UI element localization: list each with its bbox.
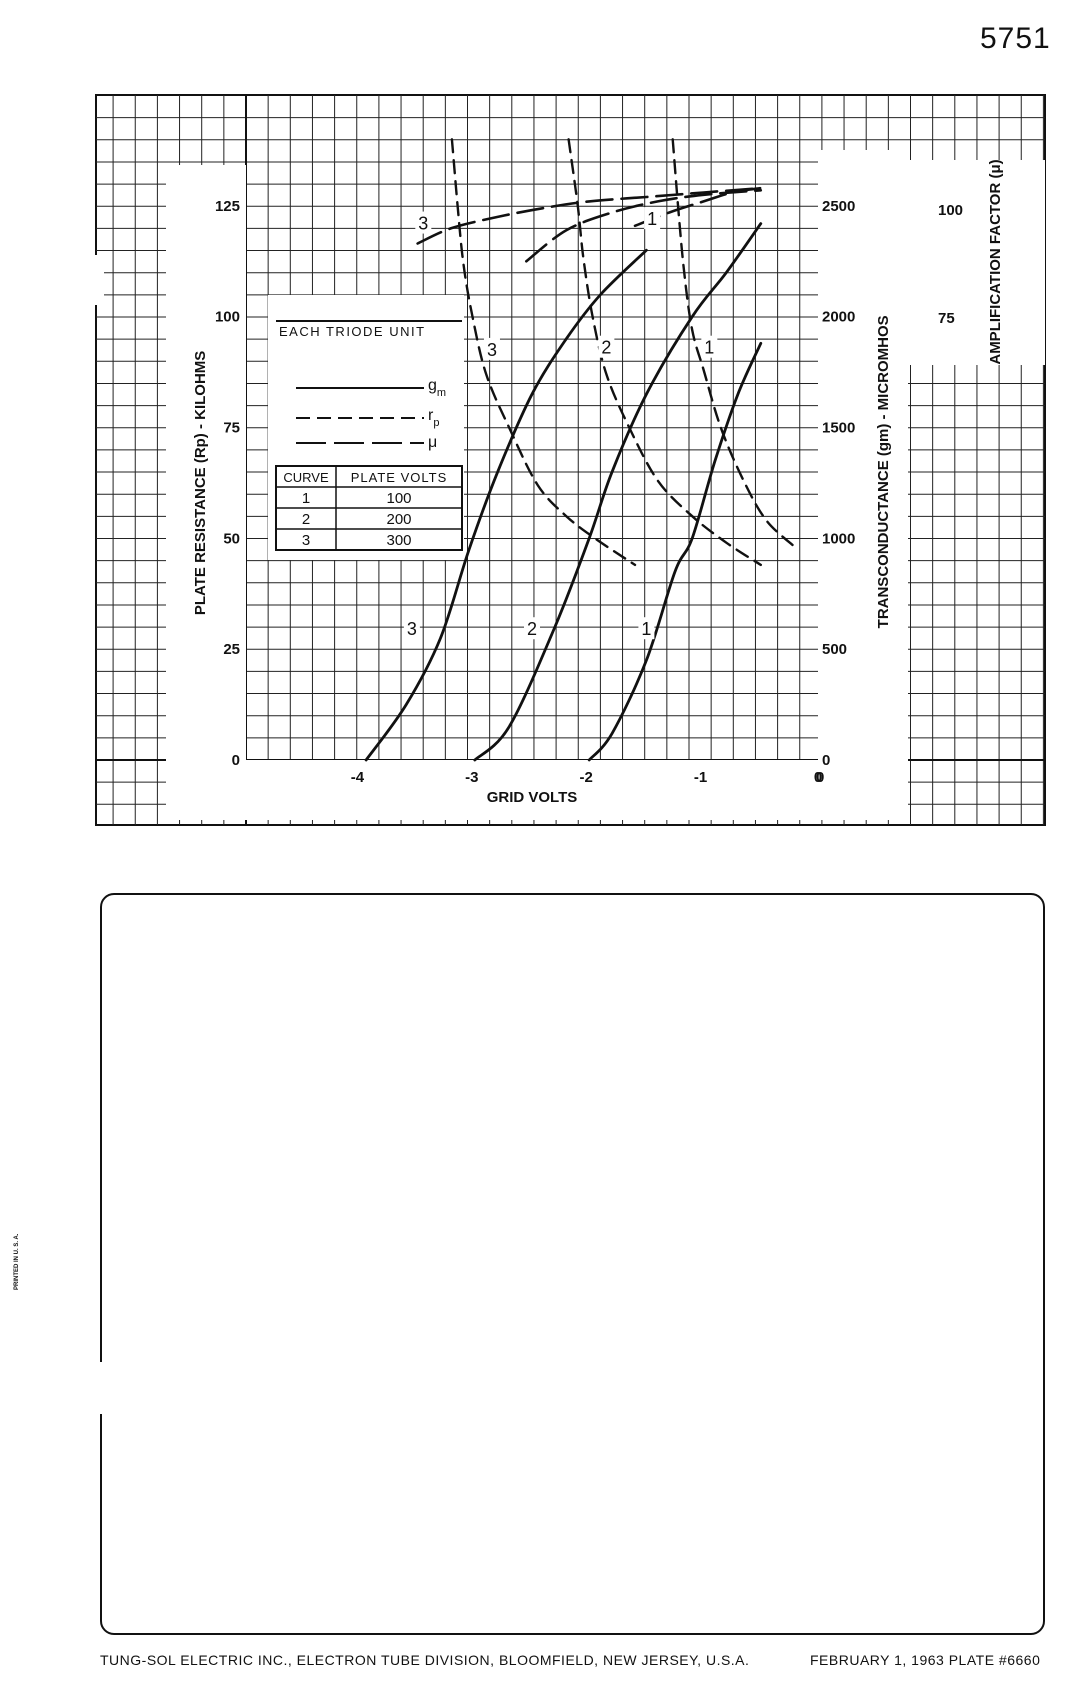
curve-table-header: PLATE VOLTS [351, 470, 448, 485]
curve-table-header: CURVE [283, 470, 329, 485]
legend-title: EACH TRIODE UNIT [279, 324, 426, 339]
footer-date-plate: FEBRUARY 1, 1963 PLATE #6660 [810, 1652, 1041, 1668]
mid-y-tick-label: 1500 [822, 420, 855, 437]
curve-mu-3 [416, 186, 763, 245]
grid-border [95, 94, 1046, 826]
chart-curves [364, 138, 797, 762]
left-y-tick-label: 125 [215, 198, 240, 215]
border-gap [94, 255, 104, 305]
x-tick-label: -3 [465, 769, 478, 786]
x-tick-label: -1 [694, 769, 707, 786]
curve-table-cell: 2 [302, 511, 310, 528]
mid-y-tick-label: 0 [822, 752, 830, 769]
left-y-tick-label: 75 [223, 420, 240, 437]
curve-mu-2 [525, 189, 763, 263]
left-y-tick-label: 100 [215, 309, 240, 326]
right-y-tick-label: 75 [938, 310, 955, 327]
right-y-tick-label: 100 [938, 202, 963, 219]
curve-rp-3 [450, 138, 637, 567]
curve-gm-3 [364, 248, 648, 762]
curve-number-label: 2 [527, 619, 537, 639]
curve-table-cell: 1 [302, 490, 310, 507]
curve-table-cell: 200 [386, 511, 411, 528]
curve-number-label: 1 [647, 209, 657, 229]
mid-y-tick-label: 2500 [822, 198, 855, 215]
mid-y-tick-label: 1000 [822, 530, 855, 547]
curve-table-cell: 300 [386, 532, 411, 549]
legend-rule [276, 320, 462, 322]
curve-number-bg [598, 335, 615, 358]
curve-number-label: 1 [704, 338, 714, 358]
curve-number-bg [644, 207, 661, 230]
right-y-axis-title: AMPLIFICATION FACTOR (μ) [987, 159, 1004, 364]
curve-number-label: 3 [407, 619, 417, 639]
curve-number-bg [483, 337, 500, 360]
panel-border-gap [96, 1362, 108, 1414]
curve-number-bg [415, 211, 432, 234]
mid-y-zero-label: 0 [816, 769, 824, 786]
legend-symbol: rp [428, 407, 439, 429]
mid-y-tick-label: 500 [822, 641, 847, 658]
curve-number-label: 1 [641, 619, 651, 639]
legend-symbol: μ [428, 434, 437, 451]
curve-number-bg [701, 335, 718, 358]
footer-publisher: TUNG-SOL ELECTRIC INC., ELECTRON TUBE DI… [100, 1652, 750, 1668]
curve-number-bg [638, 617, 655, 640]
tube-number: 5751 [980, 22, 1051, 55]
curve-rp-1 [671, 138, 797, 549]
left-y-axis-title: PLATE RESISTANCE (Rp) - KILOHMS [192, 351, 209, 615]
blank-notes-panel [100, 893, 1045, 1635]
curve-number-label: 2 [601, 338, 611, 358]
curve-gm-2 [473, 222, 763, 762]
curve-number-bg [403, 617, 420, 640]
right-label-panel [908, 160, 1045, 365]
curve-table-cell: 3 [302, 532, 310, 549]
curve-number-bg [524, 617, 540, 640]
left-y-tick-label: 25 [223, 641, 240, 658]
curve-table-cell: 100 [386, 490, 411, 507]
x-tick-label: -2 [580, 769, 593, 786]
mid-label-panel [818, 150, 908, 820]
left-label-panel [166, 165, 246, 820]
curve-gm-1 [587, 341, 763, 762]
x-tick-label: 0 [814, 769, 822, 786]
x-tick-label: -4 [351, 769, 365, 786]
mid-y-axis-title: TRANSCONDUCTANCE (gm) - MICROMHOS [875, 315, 892, 628]
bottom-label-panel [166, 760, 818, 820]
curve-rp-2 [567, 138, 762, 567]
mid-y-tick-label: 2000 [822, 309, 855, 326]
curve-number-label: 3 [487, 340, 497, 360]
left-y-tick-label: 50 [223, 530, 240, 547]
curve-number-label: 3 [418, 214, 428, 234]
left-y-tick-label: 0 [232, 752, 240, 769]
x-axis-title: GRID VOLTS [487, 789, 578, 806]
printed-in-note: PRINTED IN U. S. A. [14, 1233, 20, 1290]
